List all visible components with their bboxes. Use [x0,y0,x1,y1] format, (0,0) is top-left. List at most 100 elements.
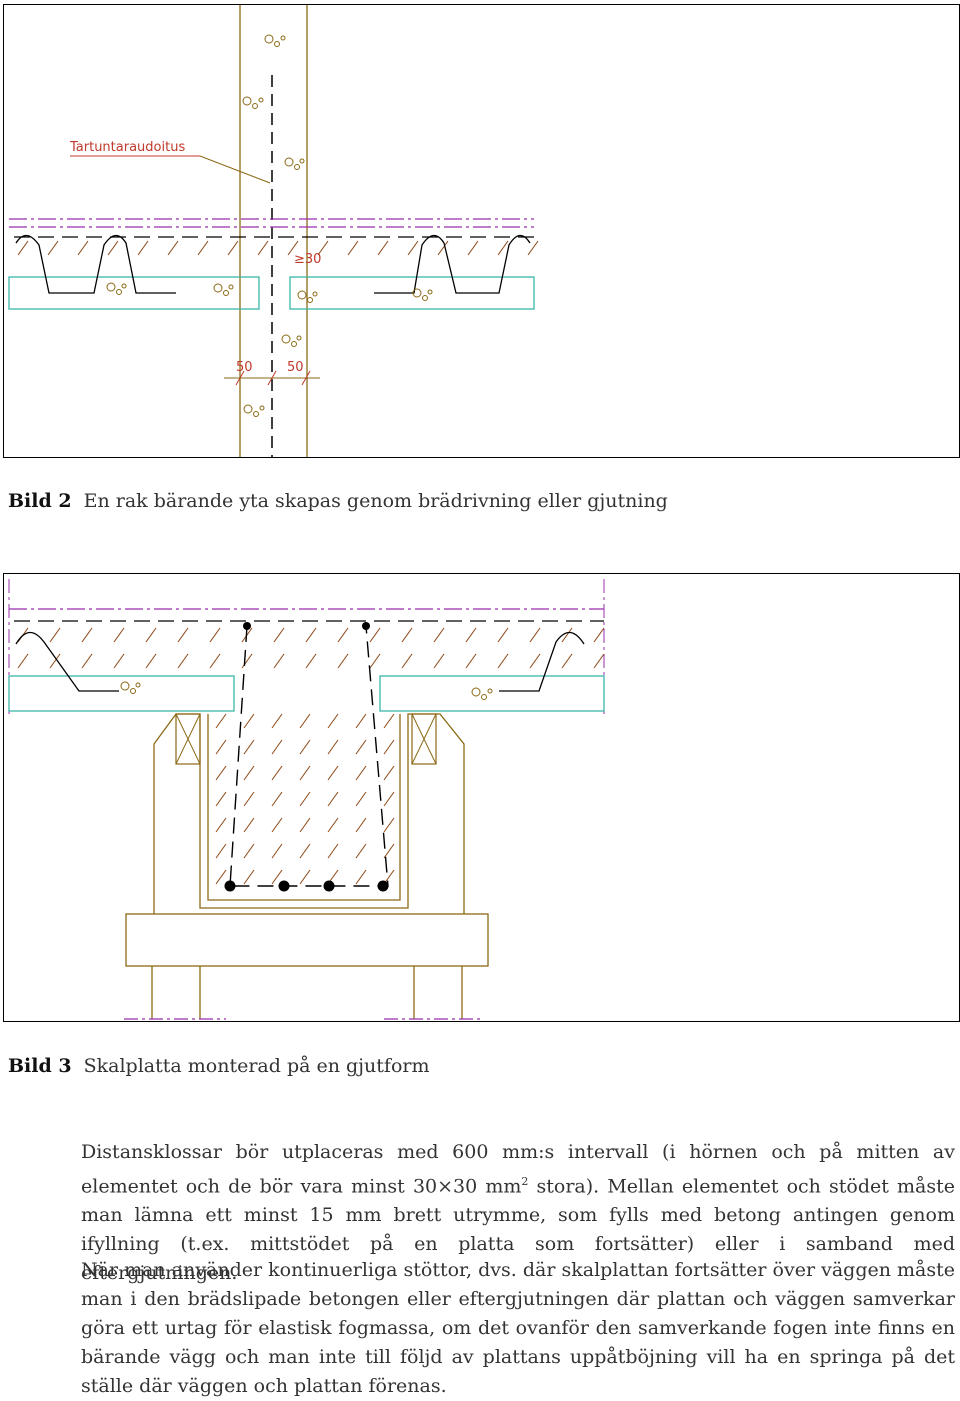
stirrup [229,625,389,887]
hatch-stroke [273,627,285,643]
hatch-stroke [271,817,283,833]
figure-wall-slab-joint: Tartuntaraudoitus ≥30 50 50 [3,4,960,458]
hatch-stroke [209,653,221,669]
label-dim-left: 50 [236,360,253,375]
hatch-stroke [383,765,395,781]
hatch-stroke [299,817,311,833]
aggregate-marks [120,681,493,700]
hatch-stroke [355,869,367,885]
hatch-stroke [529,627,541,643]
caption-text: Skalplatta monterad på en gjutform [83,1055,430,1077]
hatch-stroke [49,653,61,669]
hatch-stroke [287,240,299,256]
hatch-stroke [215,869,227,885]
hatch-stroke [355,765,367,781]
hatch-stroke [271,791,283,807]
hatch-stroke [137,240,149,256]
hatch-stroke [215,791,227,807]
label-gap: ≥30 [294,252,321,267]
hatch-stroke [243,869,255,885]
rebar-dots [224,622,389,892]
hatch-stroke [383,817,395,833]
hatch-stroke [561,627,573,643]
hatch-stroke [433,653,445,669]
label-tartunta: Tartuntaraudoitus [69,140,185,155]
hatch-stroke [81,653,93,669]
hatch-stroke [271,713,283,729]
hatch-stroke [593,653,605,669]
hatch-stroke [327,843,339,859]
hatch-stroke [299,713,311,729]
beam-mould [207,714,401,901]
hatch-stroke [407,240,419,256]
hatch-stroke [467,240,479,256]
hatch-stroke [299,791,311,807]
hatch-stroke [49,627,61,643]
concrete-hatch [17,627,605,885]
hatch-stroke [327,791,339,807]
hatch-stroke [271,765,283,781]
hatch-stroke [243,843,255,859]
lattice-girder-left [15,234,176,294]
hatch-stroke [327,739,339,755]
shell-slab-right [379,675,605,712]
hatch-stroke [257,240,269,256]
hatch-stroke [383,843,395,859]
hatch-stroke [197,240,209,256]
hatch-stroke [113,653,125,669]
hatch-stroke [243,739,255,755]
hatch-stroke [17,240,29,256]
hatch-stroke [327,765,339,781]
hatch-stroke [17,653,29,669]
label-dim-right: 50 [287,360,304,375]
hatch-stroke [215,739,227,755]
hatch-stroke [497,653,509,669]
body-paragraph-continuous-supports: När man använder kontinuerliga stöttor, … [81,1259,955,1397]
hatch-stroke [299,843,311,859]
hatch-stroke [369,627,381,643]
caption-number: Bild 2 [8,490,72,512]
hatch-stroke [355,791,367,807]
hatch-stroke [355,713,367,729]
hatch-stroke [593,627,605,643]
hatch-stroke [337,627,349,643]
hatch-stroke [465,653,477,669]
hatch-stroke [355,739,367,755]
spacer-block-right [411,713,437,765]
hatch-stroke [77,240,89,256]
caption-figure-2: Bild 2 En rak bärande yta skapas genom br… [8,490,668,512]
hatch-stroke [215,765,227,781]
hatch-stroke [243,817,255,833]
wall-slab-drawing: Tartuntaraudoitus ≥30 50 50 [8,5,539,457]
hatch-stroke [145,653,157,669]
hatch-stroke [209,627,221,643]
hatch-stroke [177,653,189,669]
hatch-stroke [383,791,395,807]
hatch-stroke [271,869,283,885]
hatch-stroke [355,817,367,833]
hatch-stroke [401,653,413,669]
hatch-stroke [497,240,509,256]
hatch-stroke [401,627,413,643]
hatch-stroke [113,627,125,643]
hatch-stroke [227,240,239,256]
hatch-stroke [215,817,227,833]
slab-element-right [289,276,535,310]
shell-slab-left [8,675,235,712]
hatch-stroke [215,843,227,859]
hatch-stroke [299,739,311,755]
hatch-stroke [383,739,395,755]
hatch-stroke [327,713,339,729]
lattice-girder-right [374,234,531,294]
hatch-stroke [271,739,283,755]
hatch-stroke [107,240,119,256]
formwork-drawing [8,579,605,1020]
lattice-girder-right [499,631,585,692]
hatch-stroke [327,817,339,833]
hatch-stroke [305,627,317,643]
hatch-stroke [527,240,539,256]
hatch-stroke [433,627,445,643]
hatch-stroke [347,240,359,256]
caption-text: En rak bärande yta skapas genom brädrivn… [83,490,668,512]
